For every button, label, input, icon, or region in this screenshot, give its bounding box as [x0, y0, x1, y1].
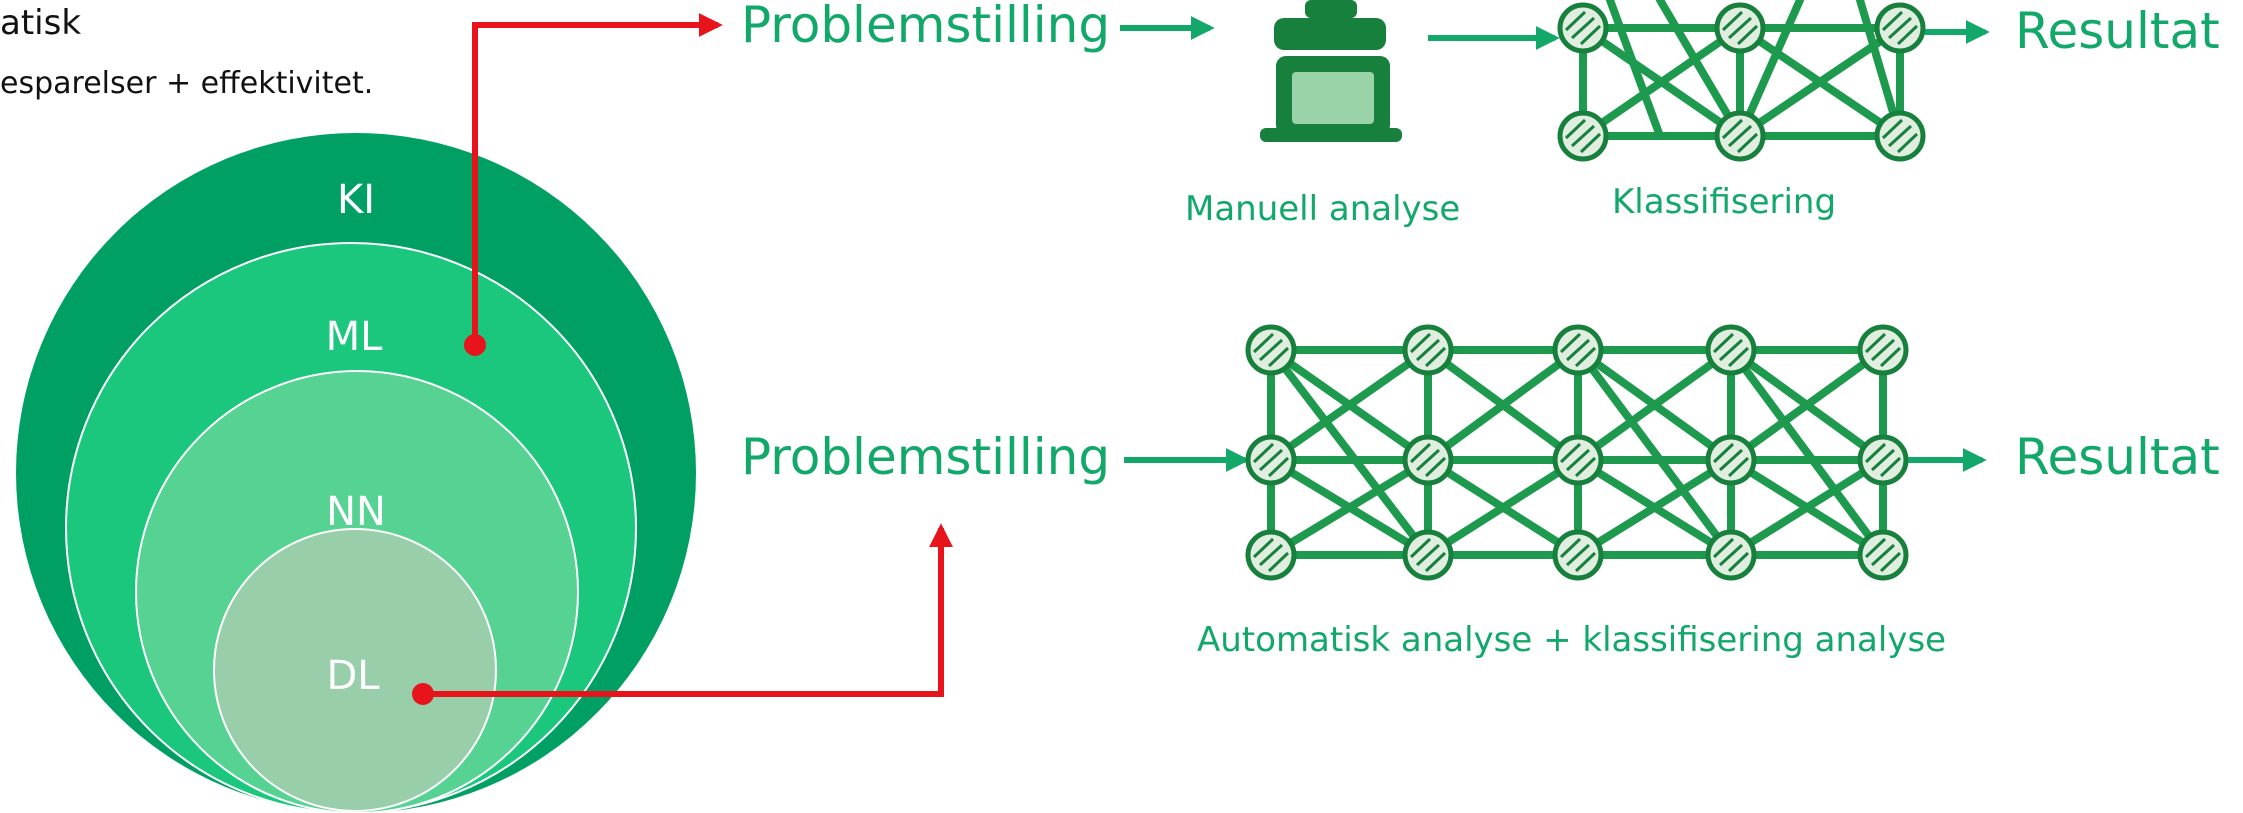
person-at-computer-icon: [1260, 0, 1402, 142]
ml-connector: [464, 13, 723, 356]
automatic-analysis-caption: Automatisk analyse + klassifisering anal…: [1197, 620, 1946, 660]
problem-statement-bottom: Problemstilling: [741, 428, 1110, 486]
manual-analysis-caption: Manuell analyse: [1185, 189, 1460, 229]
nn-label: NN: [326, 489, 386, 535]
nested-circles: KI ML NN DL: [16, 133, 696, 813]
problem-statement-top: Problemstilling: [741, 0, 1110, 54]
result-bottom: Resultat: [2015, 428, 2220, 486]
dl-circle: [213, 528, 497, 812]
result-top: Resultat: [2015, 2, 2220, 60]
deep-neural-network-icon: [1245, 324, 1909, 581]
ki-label: KI: [337, 177, 375, 223]
intro-line-2: esparelser + effektivitet.: [0, 66, 373, 101]
network-nodes: [1557, 2, 1926, 162]
dl-connector-dot: [412, 683, 434, 705]
ml-connector-dot: [464, 334, 486, 356]
dl-label: DL: [326, 653, 380, 699]
dl-connector: [412, 523, 953, 705]
intro-line-1: atisk: [0, 3, 81, 43]
classification-caption: Klassifisering: [1612, 182, 1836, 222]
neural-network-icon: [1557, 0, 1926, 162]
deep-network-nodes: [1245, 324, 1909, 581]
ml-label: ML: [326, 314, 384, 360]
